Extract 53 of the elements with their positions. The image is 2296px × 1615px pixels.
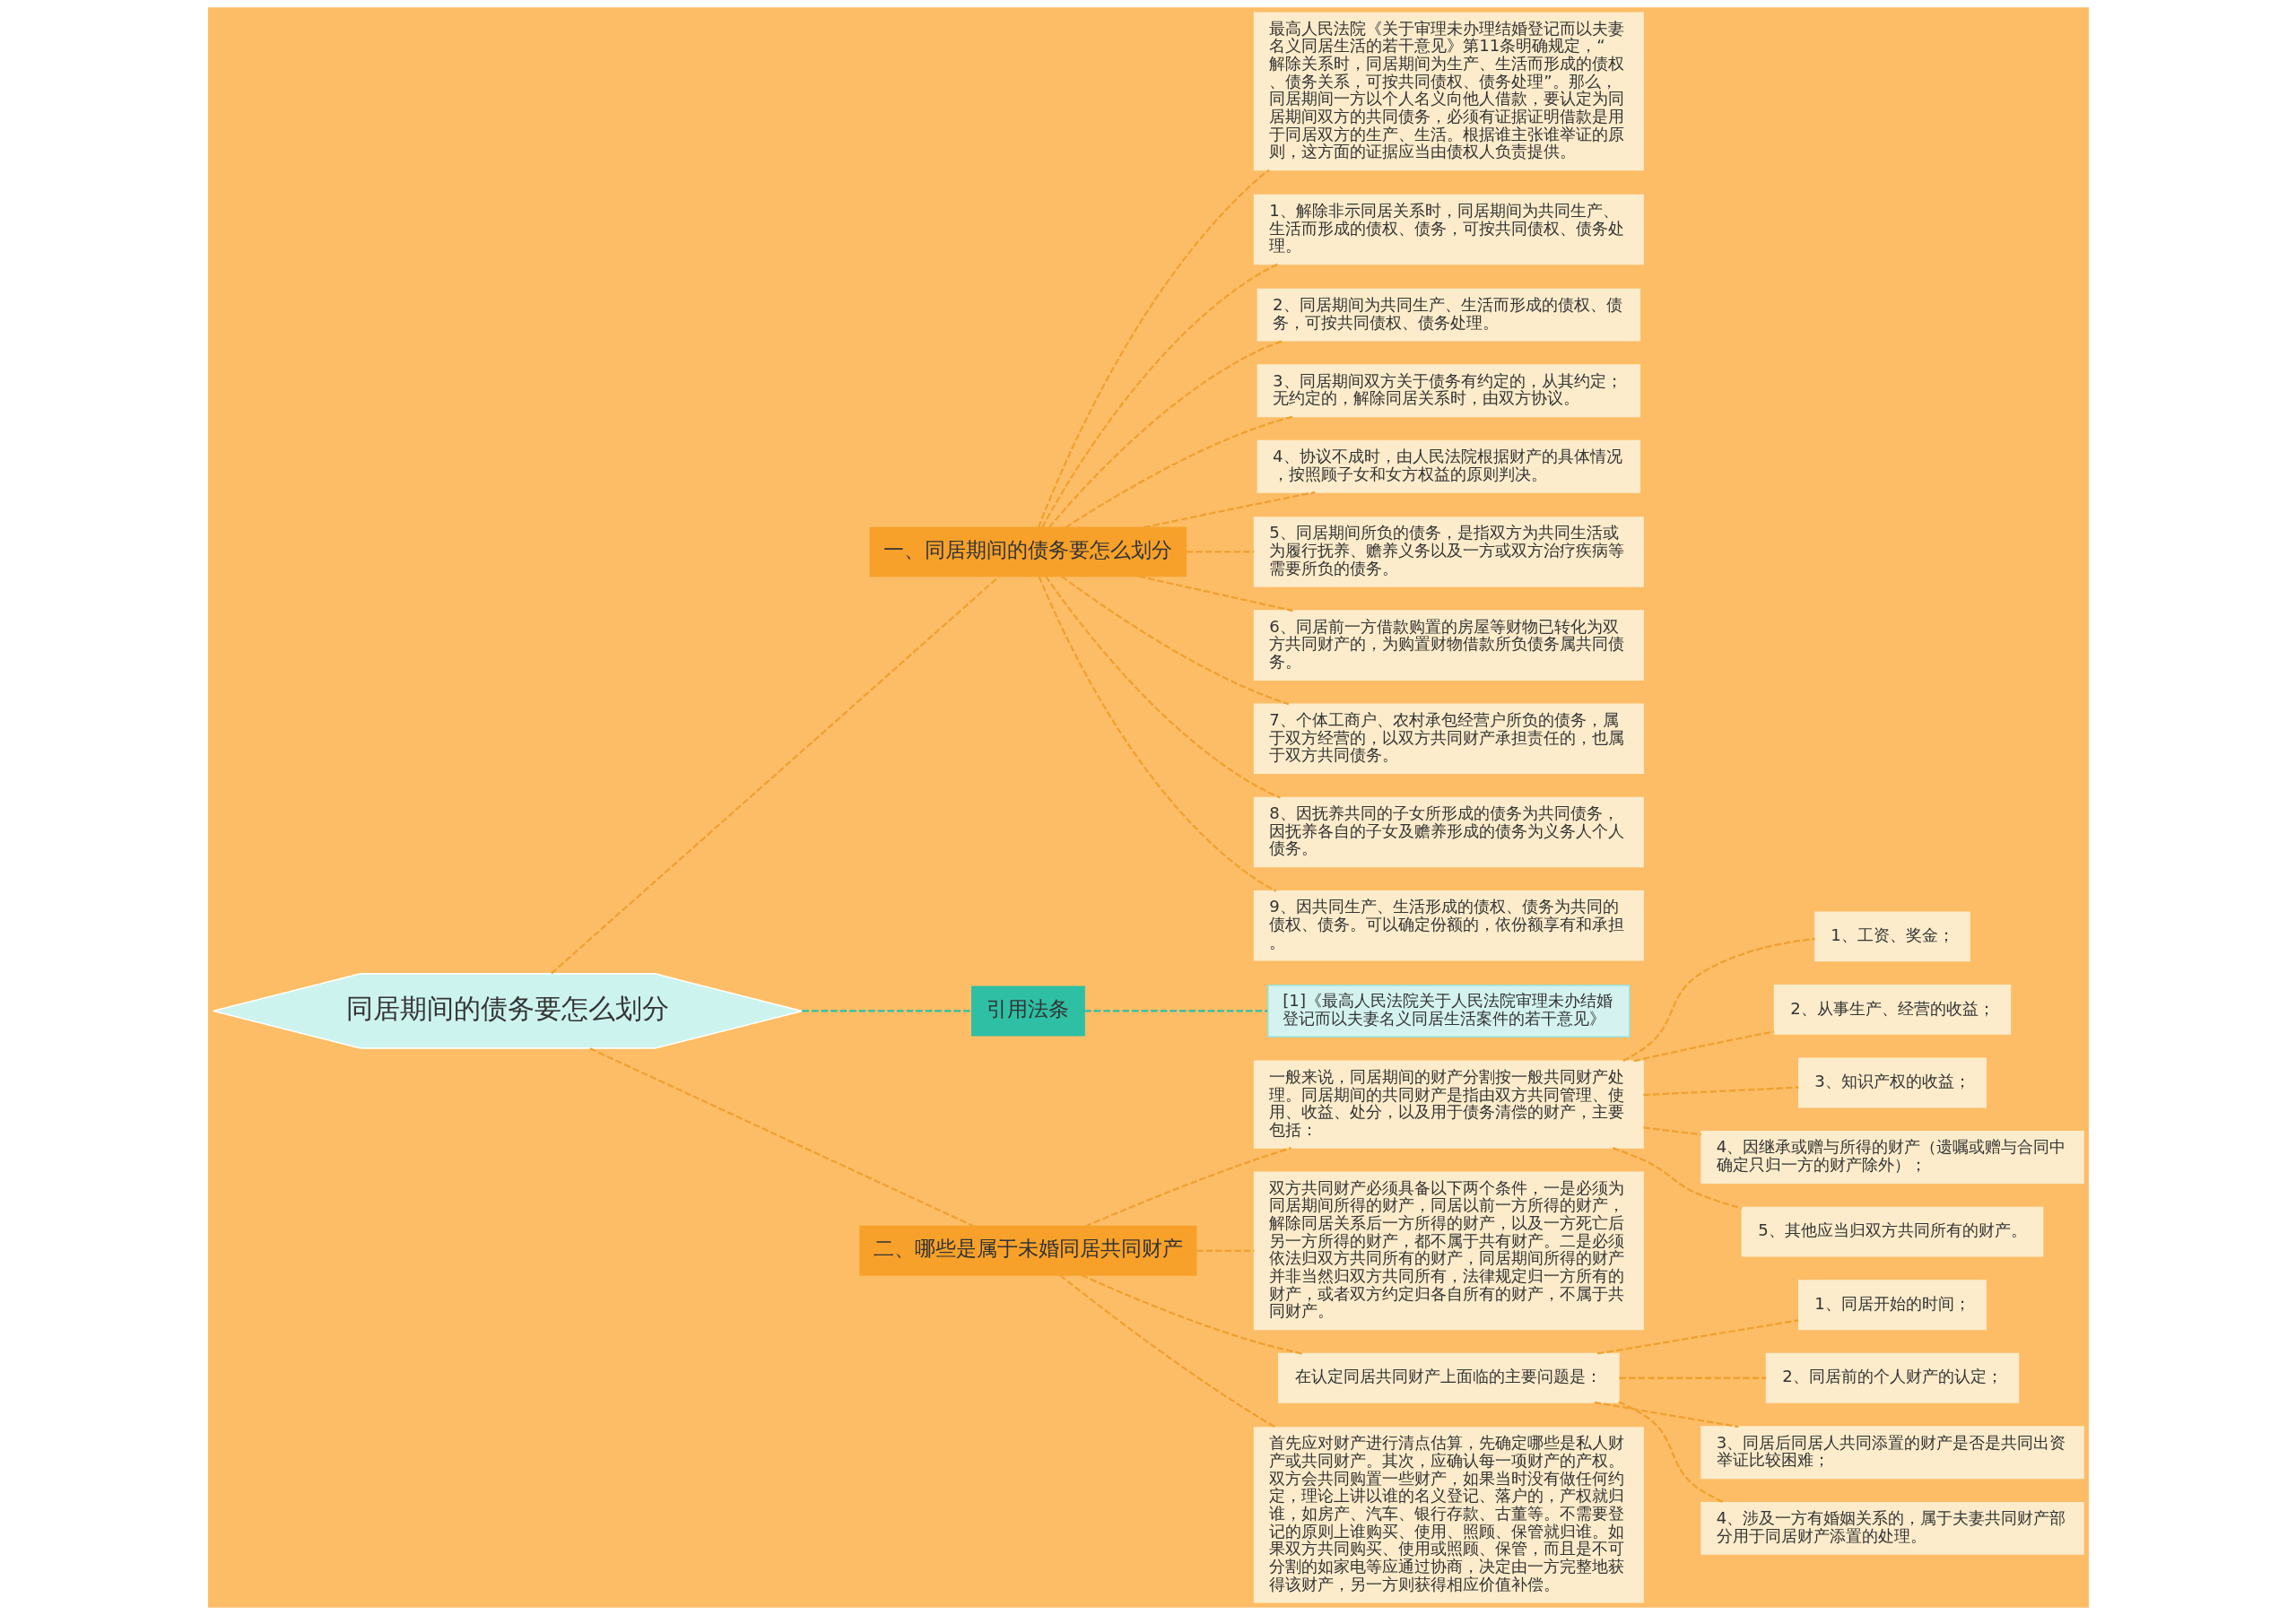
node-box: 7、个体工商户、农村承包经营户所负的债务，属于双方经营的，以双方共同财产承担责任的，也属于双方共同债务。: [1253, 703, 1644, 775]
connector: [1084, 1147, 1292, 1228]
connector: [1040, 263, 1278, 528]
connector: [1083, 1010, 1267, 1012]
node-box: 1、工资、奖金；: [1813, 911, 1970, 962]
node-box: 5、其他应当归双方共同所有的财产。: [1741, 1206, 2043, 1257]
node-box: 引用法条: [970, 985, 1085, 1037]
node-box: 2、从事生产、经营的收益；: [1773, 985, 2011, 1035]
node-box: [1]《最高人民法院关于人民法院审理未办结婚登记而以夫妻名义同居生活案件的若干意见》: [1266, 985, 1631, 1038]
connector: [1044, 576, 1281, 799]
node-box: 8、因抚养共同的子女所形成的债务为共同债务，因抚养各自的子女及赡养形成的债务为义务人个人债务。: [1253, 796, 1644, 868]
connector: [1037, 169, 1270, 528]
connector: [1632, 1030, 1774, 1063]
node-box: 4、协议不成时，由人民法院根据财产的具体情况，按照顾子女和女方权益的原则判决。: [1257, 439, 1640, 493]
connector: [1065, 415, 1293, 529]
node-box: 1、同居开始的时间；: [1797, 1280, 1987, 1331]
node-box: 最高人民法院《关于审理未办理结婚登记而以夫妻名义同居生活的若干意见》第11条明确规定，“解除关系时，同居期间为生产、生活而形成的债权、债务关系，可按共同债权、债务处理”。那么，同居期间一方以个人名义向他人借款，要认定为同居期间双方的共同债务，必须有证据证明借款是用于同居双方的生产、生活。根据谁主张谁举证的原则，这方面的证据应当由债权人负责提供。: [1253, 12, 1644, 171]
node-box: 9、因共同生产、生活形成的债权、债务为共同的债权、债务。可以确定份额的，依份额享有和承担。: [1253, 890, 1644, 961]
node-box: 首先应对财产进行清点估算，先确定哪些是私人财产或共同财产。其次，应确认每一项财产的产权。双方会共同购置一些财产，如果当时没有做任何约定，理论上讲以谁的名义登记、落户的，产权就归谁，如房产、汽车、银行存款、古董等。不需要登记的原则上谁购买、使用、照顾、保管就归谁。如果双方共同购买、使用或照顾、保管，而且是不可分割的如家电等应通过协商，决定由一方完整地获得该财产，另一方则获得相应价值补偿。: [1253, 1427, 1644, 1603]
node-box: 3、知识产权的收益；: [1797, 1057, 1987, 1108]
node-box: 在认定同居共同财产上面临的主要问题是：: [1277, 1352, 1620, 1403]
node-box: 3、同居后同居人共同添置的财产是否是共同出资举证比较困难；: [1700, 1426, 2084, 1480]
connector: [550, 575, 1000, 975]
node-box: 二、哪些是属于未婚同居共同财产: [858, 1225, 1196, 1276]
node-box: 一般来说，同居期间的财产分割按一般共同财产处理。同居期间的共同财产是指由双方共同管理、使用、收益、处分，以及用于债务清偿的财产，主要包括：: [1253, 1060, 1644, 1149]
connector: [588, 1047, 975, 1228]
node-box: 2、同居前的个人财产的认定；: [1765, 1352, 2019, 1403]
node-box: 2、同居期间为共同生产、生活而形成的债权、债务，可按共同债权、债务处理。: [1257, 288, 1640, 342]
connector: [1186, 551, 1254, 553]
node-box: 4、因继承或赠与所得的财产（遗嘱或赠与合同中确定只归一方的财产除外）；: [1700, 1131, 2084, 1184]
connector: [1196, 1249, 1254, 1252]
connector: [1618, 1401, 1725, 1504]
connector: [1612, 1147, 1742, 1210]
node-box: 4、涉及一方有婚姻关系的，属于夫妻共同财产部分用于同居财产添置的处理。: [1700, 1501, 2084, 1555]
node-box: 双方共同财产必须具备以下两个条件，一是必须为同居期间所得的财产，同居以前一方所得的财产，解除同居关系后一方所得的财产，以及一方死亡后另一方所得的财产，都不属于共有财产。二是必须依法归双方共同所有的财产，同居期间所得的财产并非当然归双方共同所有，法律规定归一方所有的财产，或者双方约定归各自所有的财产，不属于共同财产。: [1253, 1171, 1644, 1331]
connector: [1596, 1319, 1798, 1355]
connector: [1642, 1086, 1799, 1097]
connector: [1619, 1376, 1766, 1379]
connector: [1058, 1274, 1276, 1428]
connector: [801, 1010, 972, 1012]
node-box: 一、同居期间的债务要怎么划分: [869, 526, 1187, 577]
node-box: 1、解除非示同居关系时，同居期间为共同生产、生活而形成的债权、债务，可按共同债权、债务处理。: [1253, 194, 1644, 265]
connector: [1038, 576, 1276, 892]
connector: [1594, 1401, 1738, 1428]
connector: [1622, 937, 1815, 1063]
connector: [1642, 1126, 1701, 1136]
node-box: 5、同居期间所负的债务，是指双方为共同生活或为履行抚养、赡养义务以及一方或双方治疗疾病等需要所负的债务。: [1253, 517, 1644, 587]
connector: [1081, 1274, 1302, 1355]
node-box: 3、同居期间双方关于债务有约定的，从其约定；无约定的，解除同居关系时，由双方协议。: [1257, 364, 1640, 418]
connector: [1137, 575, 1293, 612]
connector: [1060, 575, 1289, 706]
node-box: 6、同居前一方借款购置的房屋等财物已转化为双方共同财产的，为购置财物借款所负债务属共同债务。: [1253, 610, 1644, 681]
connector: [1048, 339, 1283, 528]
